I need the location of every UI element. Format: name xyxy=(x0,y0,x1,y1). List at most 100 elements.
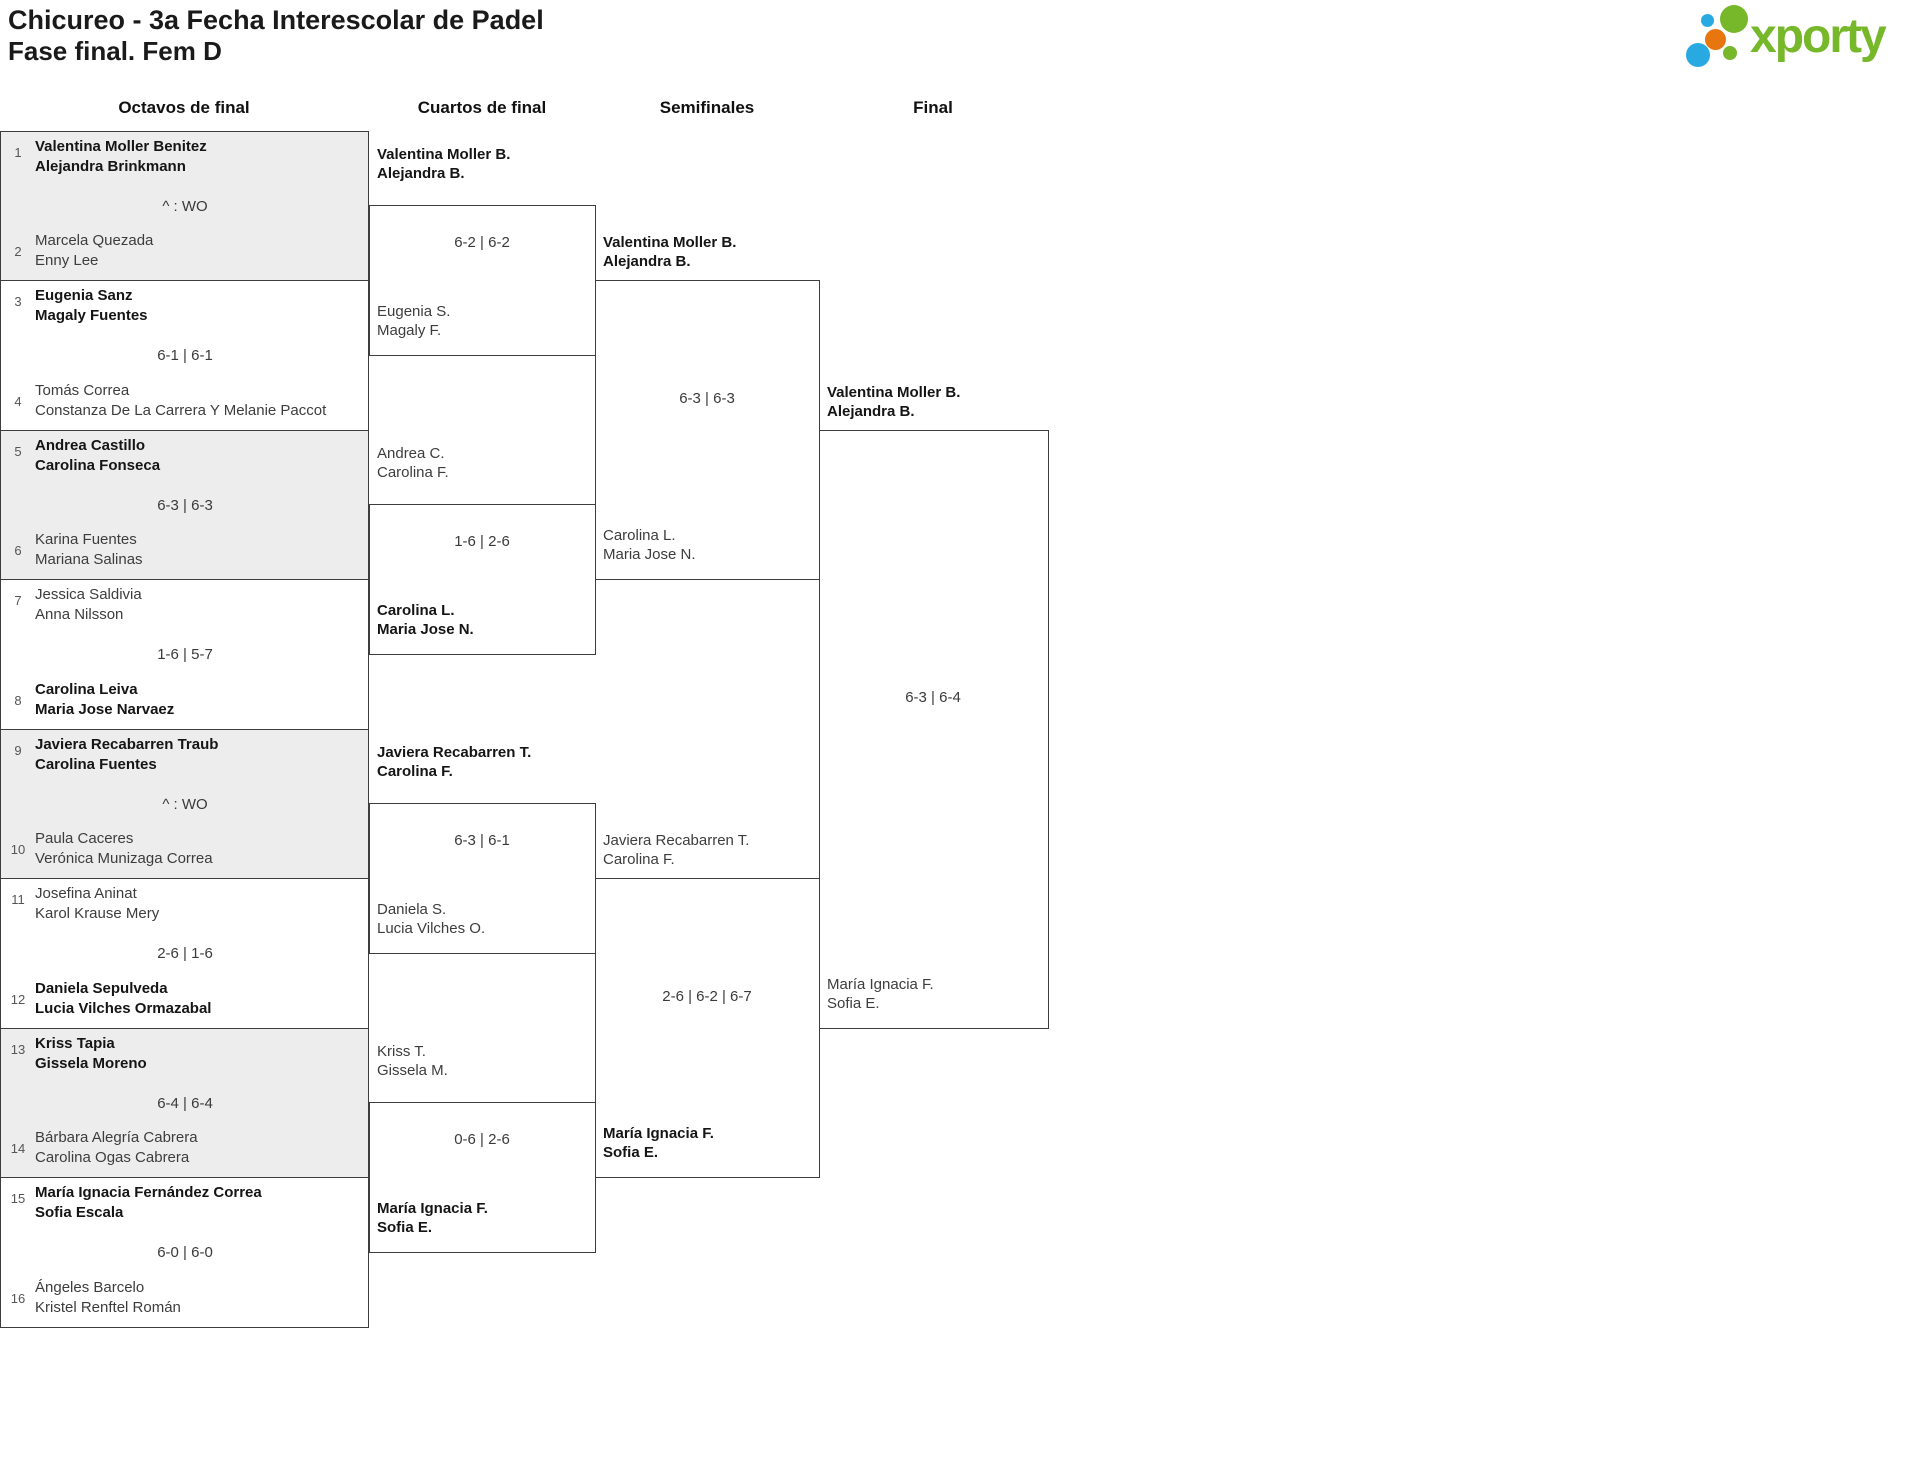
player-name: Karol Krause Mery xyxy=(35,905,160,922)
player-name: Carolina L. xyxy=(603,527,676,544)
player-name: Magaly F. xyxy=(377,322,442,339)
player-name: Marcela Quezada xyxy=(35,232,154,249)
player-name: Maria Jose N. xyxy=(377,621,474,638)
seed-number: 9 xyxy=(14,743,22,758)
player-name: Gissela M. xyxy=(377,1062,448,1079)
match-score: 1-6 | 5-7 xyxy=(157,646,213,663)
player-name: Mariana Salinas xyxy=(35,551,143,568)
team-entry[interactable]: Andrea C. Carolina F. xyxy=(377,444,449,482)
seed-number: 12 xyxy=(10,992,26,1007)
player-name: Magaly Fuentes xyxy=(35,307,148,324)
match-score: ^ : WO xyxy=(162,198,208,215)
player-name: María Ignacia F. xyxy=(603,1125,714,1142)
match-score: 1-6 | 2-6 xyxy=(454,533,510,550)
seed-number: 13 xyxy=(10,1042,26,1057)
player-name: Alejandra B. xyxy=(603,253,691,270)
logo-dot-blue-small xyxy=(1701,14,1714,27)
team-entry[interactable]: Valentina Moller B.Alejandra B. xyxy=(377,145,510,183)
seed-number: 16 xyxy=(10,1291,26,1306)
player-name: Anna Nilsson xyxy=(35,606,124,623)
seed-number: 11 xyxy=(11,892,25,907)
player-name: María Ignacia F. xyxy=(377,1200,488,1217)
player-name: Carolina Fonseca xyxy=(35,457,161,474)
team-entry[interactable]: María Ignacia F. Sofia E. xyxy=(603,1124,714,1162)
player-name: Paula Caceres xyxy=(35,830,134,847)
xporty-logo[interactable]: xporty xyxy=(1680,0,1920,75)
player-name: Carolina Leiva xyxy=(35,681,138,698)
player-name: Javiera Recabarren T. xyxy=(603,832,750,849)
player-name: Sofia E. xyxy=(827,995,880,1012)
seed-number: 3 xyxy=(14,294,22,309)
player-name: Bárbara Alegría Cabrera xyxy=(35,1129,198,1146)
player-name: Maria Jose N. xyxy=(603,546,696,563)
seed-number: 6 xyxy=(14,543,22,558)
player-name: Enny Lee xyxy=(35,252,99,269)
player-name: Karina Fuentes xyxy=(35,531,137,548)
player-name: Carolina F. xyxy=(377,464,449,481)
player-name: Verónica Munizaga Correa xyxy=(35,850,213,867)
player-name: Alejandra Brinkmann xyxy=(35,158,186,175)
round-header: Cuartos de final xyxy=(417,98,547,117)
team-entry[interactable]: Eugenia S.Magaly F. xyxy=(377,302,450,340)
team-entry[interactable]: Javiera Recabarren T. Carolina F. xyxy=(603,831,749,869)
player-name: Carolina F. xyxy=(603,851,675,868)
player-name: Kristel Renftel Román xyxy=(35,1299,181,1316)
seed-number: 4 xyxy=(14,394,22,409)
team-entry[interactable]: María Ignacia F.Sofia E. xyxy=(827,975,934,1013)
player-name: Maria Jose Narvaez xyxy=(35,701,175,718)
player-name: Jessica Saldivia xyxy=(35,586,142,603)
seed-number: 15 xyxy=(10,1191,26,1206)
seed-number: 14 xyxy=(10,1141,26,1156)
team-entry[interactable]: Carolina L. Maria Jose N. xyxy=(377,601,474,639)
player-name: Kriss Tapia xyxy=(35,1035,115,1052)
player-name: Alejandra B. xyxy=(377,165,465,182)
logo-wordmark: xporty xyxy=(1750,10,1887,63)
player-name: Sofia E. xyxy=(603,1144,659,1161)
tournament-title: Chicureo - 3a Fecha Interescolar de Pade… xyxy=(8,5,544,35)
player-name: Daniela S. xyxy=(377,901,447,918)
team-entry[interactable]: Carolina L. Maria Jose N. xyxy=(603,526,696,564)
team-entry[interactable]: Valentina Moller B.Alejandra B. xyxy=(827,383,960,421)
team-entry[interactable]: Kriss T. Gissela M. xyxy=(377,1042,448,1080)
logo-dot-orange xyxy=(1705,29,1726,50)
logo-dot-green-small xyxy=(1723,46,1737,60)
player-name: Eugenia Sanz xyxy=(35,287,133,304)
player-name: Carolina Ogas Cabrera xyxy=(35,1149,190,1166)
seed-number: 10 xyxy=(10,842,26,857)
player-name: Sofia Escala xyxy=(35,1204,124,1221)
player-name: Carolina L. xyxy=(377,602,455,619)
team-entry[interactable]: Daniela S.Lucia Vilches O. xyxy=(377,900,485,938)
seed-number: 1 xyxy=(14,145,22,160)
team-entry[interactable]: Valentina Moller B.Alejandra B. xyxy=(603,233,736,271)
team-entry[interactable]: Javiera Recabarren T.Carolina F. xyxy=(377,743,531,781)
seed-number: 7 xyxy=(14,593,22,608)
player-name: Andrea C. xyxy=(377,445,445,462)
seed-number: 5 xyxy=(14,444,22,459)
team-entry[interactable]: María Ignacia F.Sofia E. xyxy=(377,1199,488,1237)
player-name: Andrea Castillo xyxy=(35,437,146,454)
round-header: Semifinales xyxy=(659,98,755,117)
match-score: 6-4 | 6-4 xyxy=(157,1095,213,1112)
player-name: Kriss T. xyxy=(377,1043,426,1060)
